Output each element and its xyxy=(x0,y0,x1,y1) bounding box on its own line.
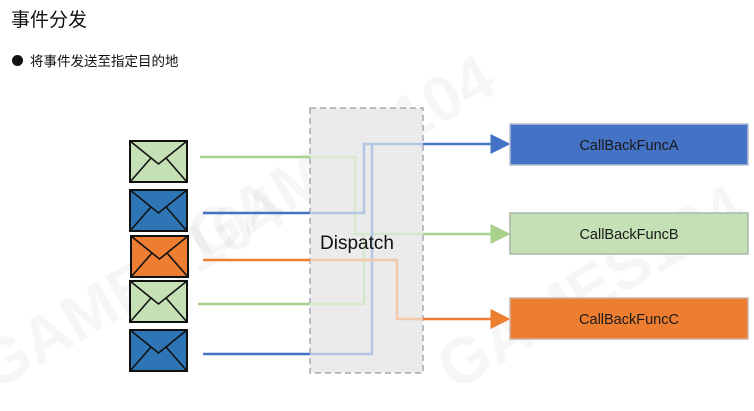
route-event-4 xyxy=(310,234,366,306)
callback-b: CallBackFuncB xyxy=(509,212,749,255)
envelope-icon xyxy=(129,329,188,372)
envelope-icon xyxy=(129,189,188,232)
callback-c: CallBackFuncC xyxy=(509,297,749,340)
bullet-dot-icon xyxy=(12,54,23,66)
route-event-3 xyxy=(310,258,423,321)
callback-b-label: CallBackFuncB xyxy=(579,227,678,243)
callback-c-label: CallBackFuncC xyxy=(579,312,679,328)
bullet-text: 将事件发送至指定目的地 xyxy=(30,54,179,69)
callback-a: CallBackFuncA xyxy=(509,123,749,166)
bullet-item: 将事件发送至指定目的地 xyxy=(12,50,179,70)
dispatch-label: Dispatch xyxy=(320,233,394,254)
dispatch-box xyxy=(309,107,424,374)
route-event-2 xyxy=(310,142,423,215)
envelope-icon xyxy=(129,280,188,323)
page-title: 事件分发 xyxy=(11,10,88,31)
envelope-icon xyxy=(130,235,189,278)
route-event-1 xyxy=(310,155,423,236)
route-event-5 xyxy=(310,144,374,356)
callback-a-label: CallBackFuncA xyxy=(579,138,678,154)
envelope-icon xyxy=(129,140,188,183)
